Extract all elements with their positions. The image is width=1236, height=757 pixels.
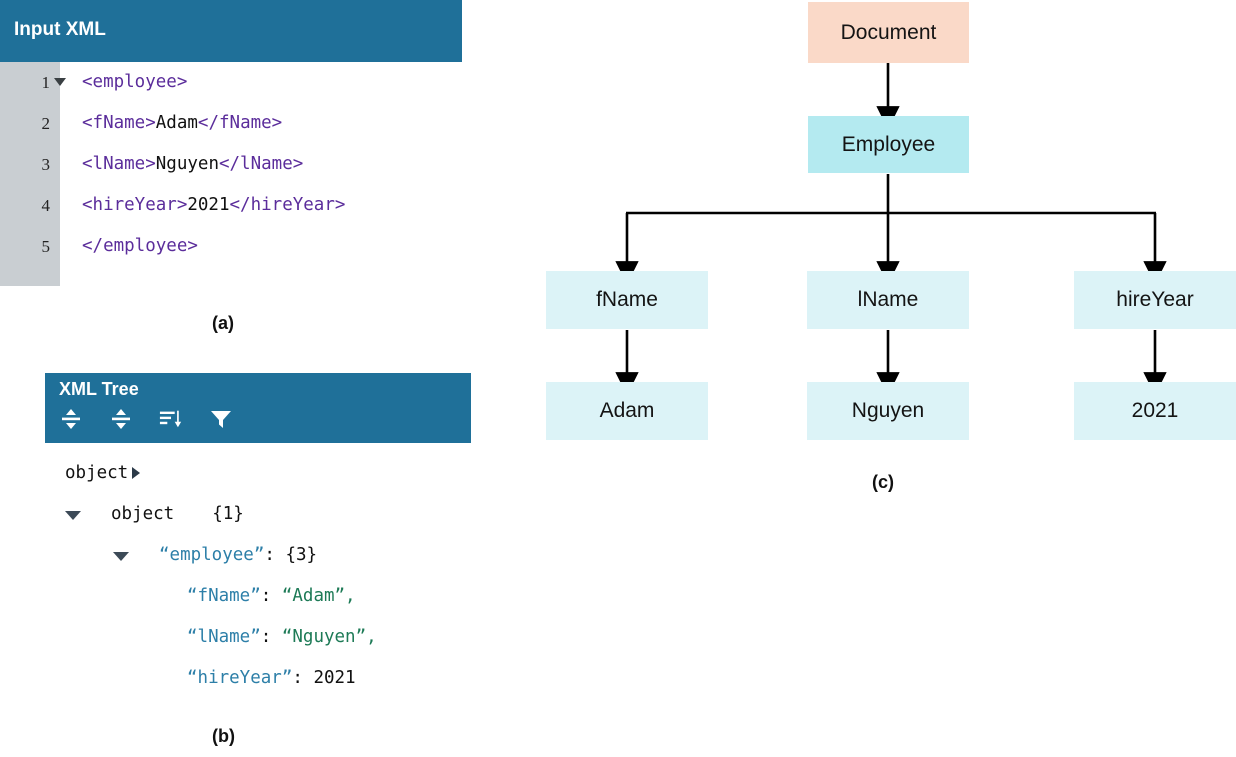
code-line: </employee> xyxy=(82,226,345,267)
line-number: 4 xyxy=(41,196,51,215)
chevron-down-icon[interactable] xyxy=(113,552,129,561)
xml-tag: <employee> xyxy=(82,72,188,92)
figure-caption-c: (c) xyxy=(872,472,894,492)
xml-tag-close: </hireYear> xyxy=(229,195,346,215)
dom-node-fname[interactable]: fName xyxy=(546,271,708,329)
collapse-all-icon[interactable] xyxy=(109,407,133,431)
tree-row[interactable]: “lName”: “Nguyen”, xyxy=(55,617,555,658)
xml-tag: <lName> xyxy=(82,154,156,174)
line-number-gutter: 1 2 3 4 5 xyxy=(0,62,66,286)
tree-node-key: “hireYear” xyxy=(187,668,293,688)
xml-tag: </employee> xyxy=(82,236,198,256)
xml-tree-toolbar xyxy=(59,406,471,432)
dom-node-adam[interactable]: Adam xyxy=(546,382,708,440)
dom-node-nguyen[interactable]: Nguyen xyxy=(807,382,969,440)
expand-all-icon[interactable] xyxy=(59,407,83,431)
input-xml-title: Input XML xyxy=(0,0,462,62)
xml-tree-panel: XML Tree xyxy=(45,373,471,688)
code-line: <hireYear>2021</hireYear> xyxy=(82,185,345,226)
xml-text: Adam xyxy=(155,113,198,133)
dom-node-hireyear-value[interactable]: 2021 xyxy=(1074,382,1236,440)
tree-node-count: {1} xyxy=(212,504,244,524)
tree-node-value: “Nguyen”, xyxy=(281,627,377,647)
tree-row[interactable]: “employee”: {3} xyxy=(55,535,555,576)
xml-tree-header: XML Tree xyxy=(45,373,471,443)
xml-text: Nguyen xyxy=(155,154,219,174)
chevron-right-icon[interactable] xyxy=(132,467,141,479)
fold-caret-icon[interactable] xyxy=(54,78,66,86)
tree-row[interactable]: object xyxy=(55,453,555,494)
tree-node-separator: : xyxy=(264,545,286,565)
chevron-down-icon[interactable] xyxy=(65,511,81,520)
line-number-label: 1 xyxy=(41,73,51,92)
line-number: 5 xyxy=(41,237,51,256)
sort-icon[interactable] xyxy=(159,407,183,431)
tree-node-separator: : xyxy=(292,668,314,688)
tree-node-value: 2021 xyxy=(313,668,356,688)
tree-node-label: object xyxy=(65,463,129,483)
xml-tree-body: object object {1} “employee”: {3} “fName”… xyxy=(55,453,555,699)
xml-source-lines: <employee> <fName>Adam</fName> <lName>Ng… xyxy=(82,62,345,286)
dom-node-employee[interactable]: Employee xyxy=(808,116,969,173)
xml-tag: <fName> xyxy=(82,113,156,133)
xml-tag-close: </fName> xyxy=(197,113,283,133)
code-line: <lName>Nguyen</lName> xyxy=(82,144,345,185)
tree-node-separator: : xyxy=(260,627,282,647)
line-number: 3 xyxy=(41,155,51,174)
tree-node-key: “employee” xyxy=(159,545,265,565)
tree-row[interactable]: object {1} xyxy=(55,494,555,535)
xml-code-editor[interactable]: 1 2 3 4 5 <employee> <fName>Adam</fName>… xyxy=(0,62,462,286)
tree-node-count: {3} xyxy=(285,545,318,565)
xml-tag-close: </lName> xyxy=(218,154,304,174)
tree-node-separator: : xyxy=(260,586,282,606)
line-number: 2 xyxy=(41,114,51,133)
tree-node-label: object xyxy=(111,504,175,524)
tree-node-key: “fName” xyxy=(187,586,261,606)
tree-node-value: “Adam”, xyxy=(281,586,356,606)
dom-node-document[interactable]: Document xyxy=(808,2,969,63)
filter-icon[interactable] xyxy=(209,407,233,431)
xml-tag: <hireYear> xyxy=(82,195,188,215)
xml-tree-title: XML Tree xyxy=(59,379,139,399)
dom-node-lname[interactable]: lName xyxy=(807,271,969,329)
tree-row[interactable]: “fName”: “Adam”, xyxy=(55,576,555,617)
tree-row[interactable]: “hireYear”: 2021 xyxy=(55,658,555,699)
line-number: 1 xyxy=(0,62,66,103)
code-line: <employee> xyxy=(82,62,345,103)
tree-node-key: “lName” xyxy=(187,627,261,647)
xml-text: 2021 xyxy=(187,195,230,215)
figure-caption-a: (a) xyxy=(212,313,234,333)
input-xml-panel: Input XML 1 2 3 4 5 <employee> <fName>Ad… xyxy=(0,0,462,286)
code-line: <fName>Adam</fName> xyxy=(82,103,345,144)
figure-caption-b: (b) xyxy=(212,726,235,746)
dom-node-hireyear[interactable]: hireYear xyxy=(1074,271,1236,329)
